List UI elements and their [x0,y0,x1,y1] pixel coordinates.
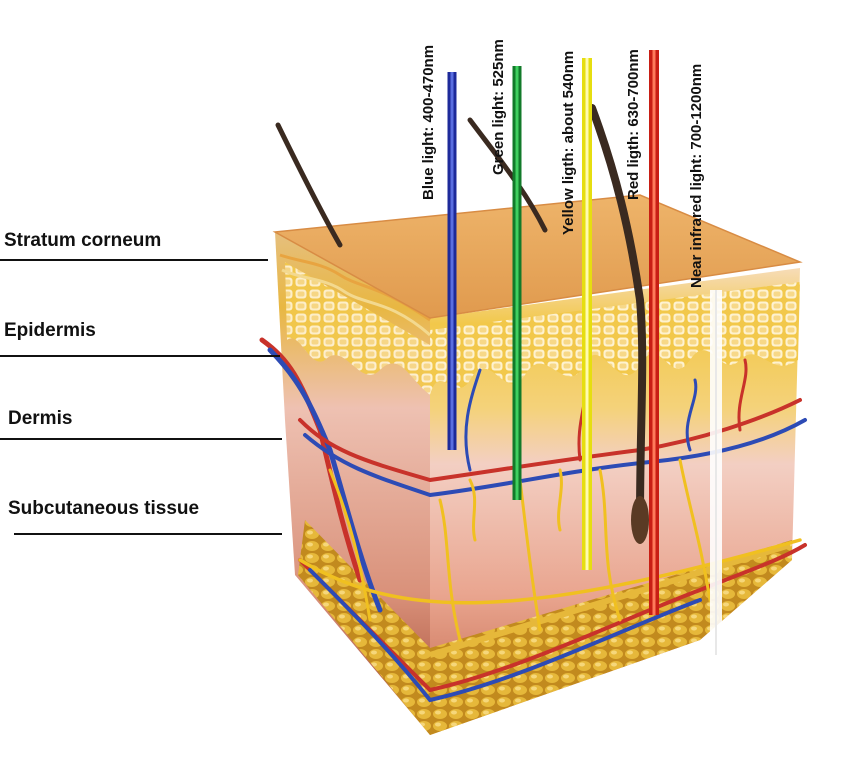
label-yellow-light: Yellow ligth: about 540nm [560,50,577,235]
hairs [275,104,649,544]
line-dermis [0,438,282,440]
label-epidermis: Epidermis [4,320,96,341]
hair-center [467,117,548,233]
line-subcutaneous-tissue [14,533,282,535]
hair-right [588,104,647,524]
label-green-light: Green light: 525nm [490,39,507,175]
label-subcutaneous-tissue: Subcutaneous tissue [8,498,200,519]
label-red-light: Red ligth: 630-700nm [625,49,642,200]
label-blue-light: Blue light: 400-470nm [420,44,437,200]
skin-top-face [275,195,800,318]
line-stratum-corneum [0,259,268,261]
label-stratum-corneum: Stratum corneum [4,230,162,251]
blood-vessels [259,337,807,703]
label-near-infrared-light: Near infrared light: 700-1200nm [688,63,705,288]
epidermis-cell-band [430,282,800,395]
label-dermis: Dermis [8,408,73,429]
nerves [298,458,802,642]
epidermis-cell-band-side [285,262,430,395]
line-epidermis [0,355,280,357]
light-beams [447,50,722,655]
hair-left [275,122,343,248]
